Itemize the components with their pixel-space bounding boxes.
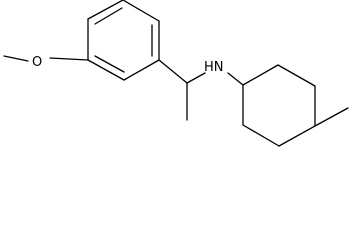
- ring-bond: [278, 125, 316, 147]
- molecule-canvas: O H​N: [3, 0, 349, 147]
- cyclohexane-ring: [242, 64, 316, 147]
- ring-bond: [242, 124, 280, 147]
- ring-chiral-carbon-bond: [158, 59, 188, 84]
- oxygen-methyl-bond: [3, 55, 29, 62]
- ring-bond: [87, 59, 125, 81]
- aromatic-double-bond: [94, 7, 123, 25]
- aryl-oxygen-bond: [49, 57, 89, 61]
- oxygen-label: O: [32, 55, 42, 70]
- ring-bond: [123, 59, 160, 81]
- nitrogen-ring-bond: [227, 72, 244, 86]
- ring-bond: [87, 0, 124, 20]
- ring-bond: [242, 64, 279, 86]
- ring-bond: [122, 0, 160, 22]
- nitrogen-label: H​N: [204, 60, 224, 75]
- ring-methyl-bond: [314, 107, 349, 127]
- chiral-carbon-nitrogen-bond: [186, 72, 206, 84]
- aromatic-double-bond: [94, 55, 125, 73]
- ring-bond: [277, 64, 316, 87]
- molecule-structure: O H​N: [3, 0, 349, 147]
- benzene-ring: [87, 0, 160, 81]
